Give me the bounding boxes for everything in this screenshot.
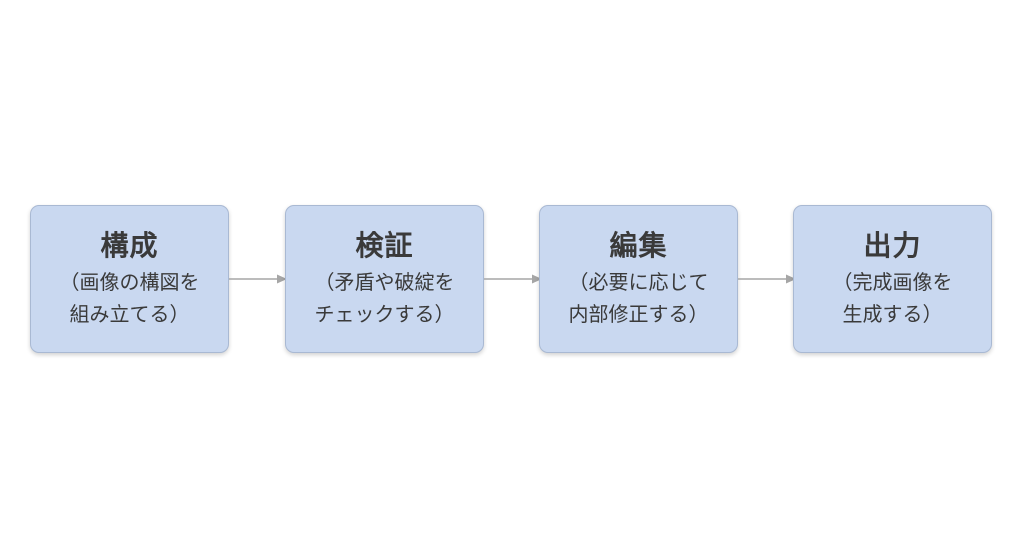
- step-title: 出力: [863, 229, 922, 262]
- step-box-output: 出力 （完成画像を 生成する）: [793, 205, 992, 353]
- arrow-connector-3: [738, 274, 796, 284]
- step-box-edit: 編集 （必要に応じて 内部修正する）: [539, 205, 738, 353]
- step-title: 検証: [355, 229, 414, 262]
- arrow-connector-1: [229, 274, 287, 284]
- arrow-connector-2: [484, 274, 542, 284]
- step-title: 編集: [609, 229, 668, 262]
- step-description: （画像の構図を 組み立てる）: [59, 270, 200, 326]
- step-box-verify: 検証 （矛盾や破綻を チェックする）: [285, 205, 484, 353]
- step-title: 構成: [100, 229, 159, 262]
- step-box-compose: 構成 （画像の構図を 組み立てる）: [30, 205, 229, 353]
- step-description: （矛盾や破綻を チェックする）: [314, 270, 455, 326]
- step-description: （必要に応じて 内部修正する）: [568, 270, 709, 326]
- step-description: （完成画像を 生成する）: [832, 270, 953, 326]
